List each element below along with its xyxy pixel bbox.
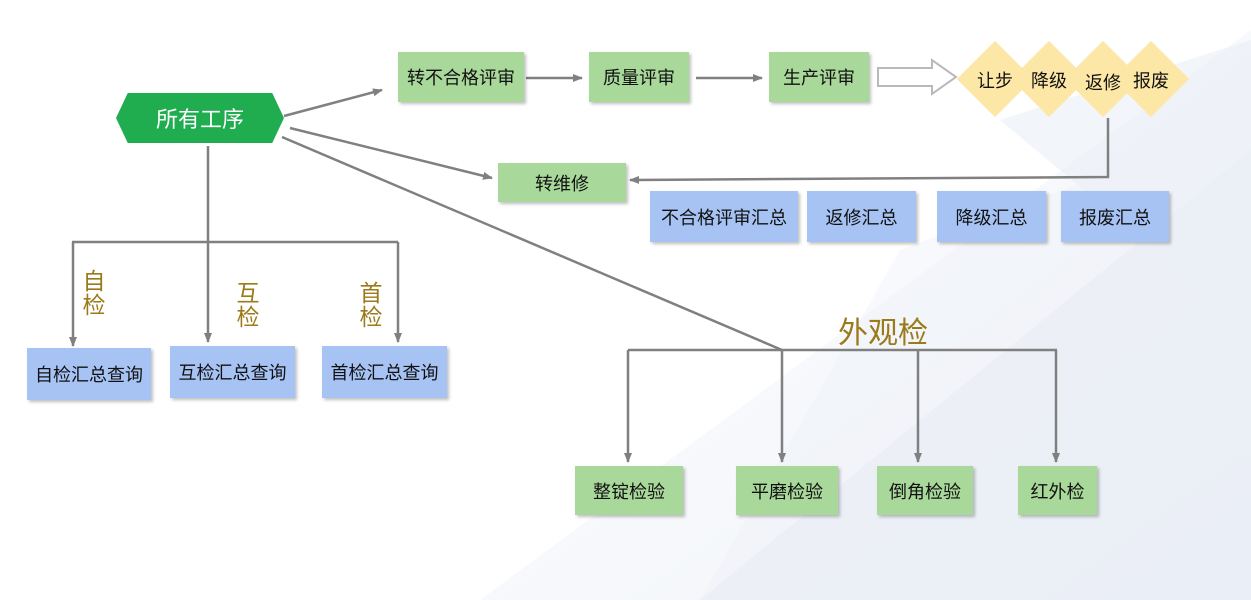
disposition-concession-label[interactable]: 让步 [977,71,1013,92]
connector-root-to-review [283,88,383,118]
visual-trim-label: 整锭检验 [593,481,665,503]
quality-review-box[interactable]: 质量评审 [589,52,689,102]
visual-chamfer-box[interactable]: 倒角检验 [877,466,973,515]
quality-review-label: 质量评审 [603,68,675,89]
visual-infrared-box[interactable]: 红外检 [1018,466,1097,515]
nonconforming-summary-box[interactable]: 不合格评审汇总 [650,191,798,242]
disposition-downgrade-label[interactable]: 降级 [1031,71,1067,92]
visual-infrared-label: 红外检 [1030,481,1085,503]
rework-summary-box[interactable]: 返修汇总 [807,191,916,242]
connector-root-to-repair [289,126,493,180]
self-inspection-query-box[interactable]: 自检汇总查询 [27,348,151,400]
nonconforming-review-box[interactable]: 转不合格评审 [398,52,524,102]
scrap-summary-box[interactable]: 报废汇总 [1061,191,1169,242]
downgrade-summary-box[interactable]: 降级汇总 [937,191,1046,242]
first-inspection-query-box[interactable]: 首检汇总查询 [322,346,447,398]
rework-summary-label: 返修汇总 [825,207,898,229]
connector-rework-to-repair [629,118,1110,184]
visual-grind-label: 平磨检验 [751,481,823,503]
first-inspection-label: 首检 [359,281,383,331]
scrap-summary-label: 报废汇总 [1079,207,1151,229]
mutual-inspection-query-box[interactable]: 互检汇总查询 [170,346,295,398]
root-node-label: 所有工序 [155,108,244,133]
self-inspection-label: 自检 [82,269,106,319]
repair-label: 转维修 [535,173,589,195]
visual-grind-box[interactable]: 平磨检验 [736,466,838,515]
production-review-label: 生产评审 [783,68,855,89]
nonconforming-summary-label: 不合格评审汇总 [661,207,787,229]
mutual-inspection-label: 互检 [236,281,260,331]
visual-trim-box[interactable]: 整锭检验 [575,466,683,515]
downgrade-summary-label: 降级汇总 [955,207,1028,229]
visual-chamfer-label: 倒角检验 [889,481,961,503]
disposition-rework-label[interactable]: 返修 [1085,73,1121,94]
visual-inspection-title: 外观检 [838,316,928,351]
nonconforming-review-label: 转不合格评审 [407,68,515,89]
self-inspection-query-label: 自检汇总查询 [35,365,143,386]
root-node[interactable]: 所有工序 [116,93,284,143]
hollow-arrow-icon [877,58,958,96]
repair-box[interactable]: 转维修 [498,163,626,202]
connector-root-to-visual [281,135,783,352]
production-review-box[interactable]: 生产评审 [769,52,869,102]
disposition-scrap-label[interactable]: 报废 [1133,71,1169,92]
first-inspection-query-label: 首检汇总查询 [330,363,439,384]
mutual-inspection-query-label: 互检汇总查询 [178,363,287,384]
